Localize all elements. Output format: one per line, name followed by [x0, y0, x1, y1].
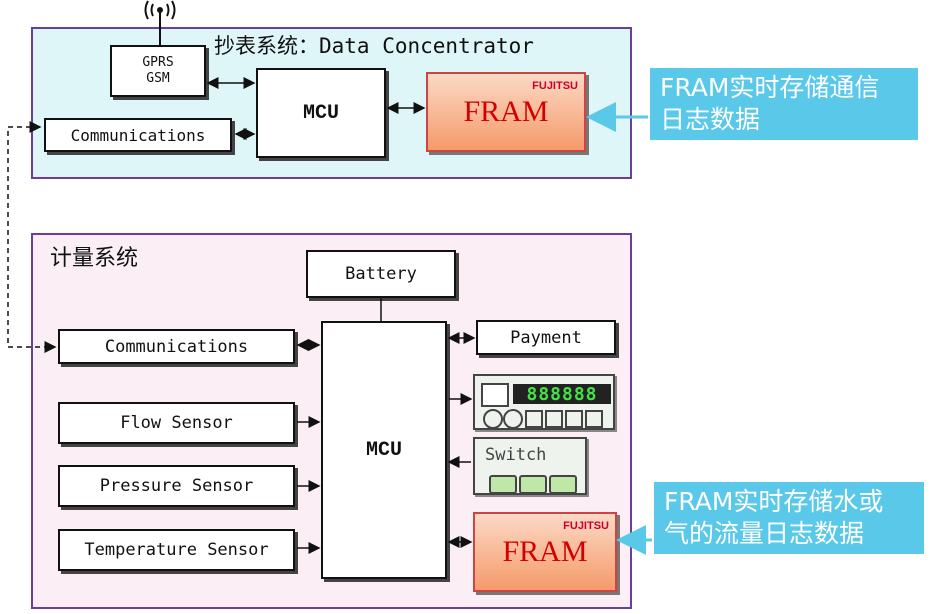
seven-segment-display: 888888 — [513, 384, 611, 405]
top-fram-chip: FUJITSU FRAM — [426, 72, 586, 152]
display-keypad-panel: 888888 — [473, 374, 615, 430]
metering-system-title: 计量系统 — [50, 246, 139, 271]
dashed-communications-link — [7, 121, 57, 353]
bottom-fram-chip: FUJITSU FRAM — [473, 512, 617, 592]
fujitsu-logo: FUJITSU — [563, 520, 609, 532]
antenna-icon — [144, 0, 176, 45]
bottom-mcu-box: MCU — [321, 321, 447, 579]
key-icon — [565, 410, 583, 428]
top-callout-line-2: 日志数据 — [660, 105, 761, 134]
gprs-label: GPRS — [142, 55, 174, 70]
key-icon — [545, 410, 563, 428]
bottom-callout-line-1: FRAM实时存储水或 — [664, 487, 884, 516]
top-communications-box: Communications — [44, 118, 232, 152]
round-button-icon — [503, 409, 523, 429]
gprs-gsm-box: GPRS GSM — [110, 45, 206, 97]
data-concentrator-title: 抄表系统：Data Concentrator — [214, 34, 534, 58]
temperature-sensor-box: Temperature Sensor — [58, 529, 295, 571]
bottom-fram-label: FRAM — [502, 535, 588, 568]
switch-button-icon — [489, 475, 517, 494]
switch-button-icon — [549, 475, 577, 494]
battery-box: Battery — [306, 250, 456, 298]
switch-panel: Switch — [473, 437, 587, 495]
bottom-fram-callout: FRAM实时存储水或 气的流量日志数据 — [654, 482, 924, 554]
top-mcu-box: MCU — [256, 68, 386, 158]
gsm-label: GSM — [146, 71, 170, 86]
flow-sensor-box: Flow Sensor — [58, 402, 295, 444]
payment-box: Payment — [476, 320, 616, 355]
pressure-sensor-box: Pressure Sensor — [58, 465, 295, 507]
key-icon — [585, 410, 603, 428]
top-callout-line-1: FRAM实时存储通信 — [660, 73, 880, 102]
key-icon — [525, 410, 543, 428]
fujitsu-logo: FUJITSU — [532, 80, 578, 92]
display-icon — [481, 383, 509, 407]
switch-button-icon — [519, 475, 547, 494]
bottom-communications-box: Communications — [58, 329, 295, 364]
switch-label: Switch — [485, 445, 547, 465]
bottom-callout-line-2: 气的流量日志数据 — [664, 519, 865, 548]
top-fram-label: FRAM — [463, 95, 549, 128]
top-fram-callout: FRAM实时存储通信 日志数据 — [650, 68, 918, 140]
round-button-icon — [483, 409, 503, 429]
